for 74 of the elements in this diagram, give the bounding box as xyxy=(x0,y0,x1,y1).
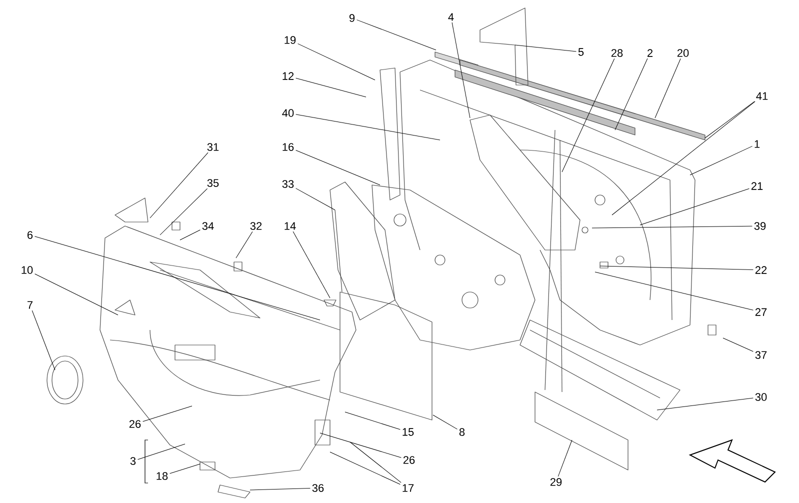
callout-number: 6 xyxy=(28,231,33,239)
leader-line xyxy=(160,188,208,236)
callout-number: 41 xyxy=(756,92,768,100)
callout-number: 21 xyxy=(751,182,763,190)
leader-line xyxy=(594,272,754,310)
callout-number: 22 xyxy=(755,266,767,274)
callout-number: 36 xyxy=(312,484,324,492)
callout-number: 14 xyxy=(284,222,296,230)
callout-number: 3 xyxy=(130,457,136,465)
callout-number: 39 xyxy=(754,222,766,230)
leader-line xyxy=(138,444,186,460)
callout-number: 30 xyxy=(755,393,767,401)
callout-number: 32 xyxy=(250,222,262,230)
leader-line xyxy=(250,488,310,490)
callout-number: 35 xyxy=(207,179,219,187)
leader-line xyxy=(562,58,615,172)
callout-number: 15 xyxy=(402,428,414,436)
callout-number: 29 xyxy=(550,478,562,486)
leader-line xyxy=(296,150,380,186)
callout-number: 4 xyxy=(448,13,454,21)
leader-line xyxy=(350,442,402,483)
leader-line xyxy=(452,22,470,118)
leader-line xyxy=(170,464,200,474)
leader-line xyxy=(704,101,755,138)
callout-number: 37 xyxy=(755,351,767,359)
callout-number: 8 xyxy=(459,428,465,436)
callout-number: 31 xyxy=(207,143,219,151)
leader-line xyxy=(656,398,754,410)
leader-line xyxy=(722,338,754,352)
leader-line xyxy=(34,236,320,320)
leader-line xyxy=(690,146,752,176)
leader-line xyxy=(614,58,648,130)
leader-line xyxy=(432,414,458,430)
leader-line xyxy=(640,188,750,226)
leader-line xyxy=(180,230,200,240)
callout-number: 2 xyxy=(648,49,653,57)
leader-line xyxy=(298,43,376,80)
leader-line xyxy=(600,266,754,270)
callout-number: 1 xyxy=(754,140,760,148)
leader-line xyxy=(330,452,400,485)
callout-number: 27 xyxy=(755,308,767,316)
leader-line xyxy=(558,440,572,477)
leader-line xyxy=(320,432,402,458)
callout-number: 33 xyxy=(282,180,294,188)
callout-number: 26 xyxy=(129,420,141,428)
leader-line xyxy=(236,231,253,258)
leader-line xyxy=(32,310,56,370)
callout-number: 16 xyxy=(282,143,294,151)
leader-line xyxy=(654,58,681,118)
leader-line xyxy=(296,188,336,210)
callout-number: 34 xyxy=(202,222,214,230)
callout-number: 26 xyxy=(403,456,415,464)
callout-number: 10 xyxy=(22,266,33,274)
callout-number: 17 xyxy=(402,484,414,492)
leader-line xyxy=(34,274,118,316)
leader-line xyxy=(292,231,330,298)
callout-number: 40 xyxy=(282,109,294,117)
callout-number: 12 xyxy=(282,72,294,80)
leader-line xyxy=(592,226,752,228)
callout-number: 9 xyxy=(349,14,355,22)
leader-line xyxy=(356,20,436,50)
leader-line xyxy=(296,114,440,140)
leader-line xyxy=(514,44,576,52)
callout-number: 20 xyxy=(677,49,689,57)
callout-number: 7 xyxy=(28,301,32,309)
leader-line xyxy=(296,78,366,98)
leader-line xyxy=(150,152,208,218)
leader-line xyxy=(612,101,756,216)
leader-line xyxy=(142,406,192,422)
leader-line xyxy=(344,412,400,430)
callout-number: 18 xyxy=(156,472,168,480)
callout-number: 19 xyxy=(284,36,296,44)
callout-number: 28 xyxy=(611,49,623,57)
callout-number: 5 xyxy=(578,48,584,56)
